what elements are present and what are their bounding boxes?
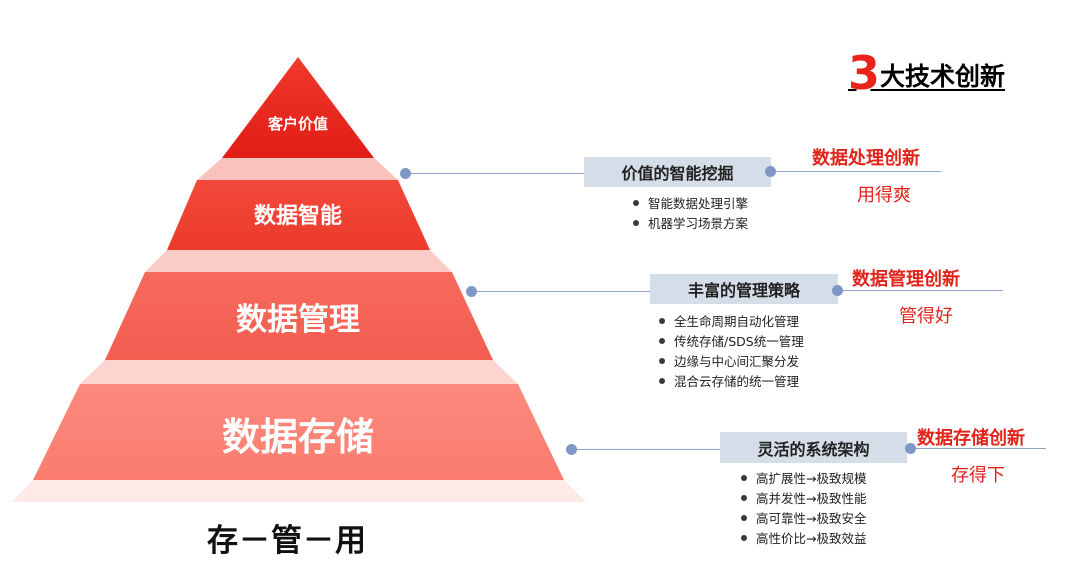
list-item: 高可靠性→极致安全 xyxy=(741,509,866,529)
tier-label-customer-value: 客户价值 xyxy=(267,115,329,133)
pyramid-tier-1 xyxy=(222,57,374,158)
slogan-1: 用得爽 xyxy=(857,185,911,206)
connector-dot-1 xyxy=(400,168,411,179)
callout-box-2: 丰富的管理策略 xyxy=(650,274,838,304)
innovation-title-1: 数据处理创新 xyxy=(812,148,920,169)
pyramid-tier-2 xyxy=(167,180,430,250)
pyramid-tier-3 xyxy=(105,272,493,360)
list-item: 混合云存储的统一管理 xyxy=(659,372,804,392)
innovation-line-1 xyxy=(776,171,941,172)
list-item: 高并发性→极致性能 xyxy=(741,489,866,509)
innovation-line-3 xyxy=(916,448,1046,449)
connector-dot-3 xyxy=(566,444,577,455)
connector-line-2 xyxy=(476,291,650,292)
tier-shadow-1 xyxy=(197,158,398,180)
bottom-label: 存－管－用 xyxy=(207,523,367,559)
list-item: 传统存储/SDS统一管理 xyxy=(659,332,804,352)
connector-dot-2b xyxy=(832,285,843,296)
list-item: 智能数据处理引擎 xyxy=(633,194,748,214)
list-item: 高扩展性→极致规模 xyxy=(741,469,866,489)
headline-number: 3 xyxy=(848,46,881,100)
list-item: 机器学习场景方案 xyxy=(633,214,748,234)
callout-box-3: 灵活的系统架构 xyxy=(720,432,907,463)
slogan-3: 存得下 xyxy=(951,465,1005,486)
tier-label-data-storage: 数据存储 xyxy=(221,415,375,459)
connector-line-3 xyxy=(576,449,720,450)
slogan-2: 管得好 xyxy=(899,306,953,327)
callout-box-1: 价值的智能挖掘 xyxy=(584,157,771,187)
list-item: 全生命周期自动化管理 xyxy=(659,312,804,332)
connector-dot-3b xyxy=(905,443,916,454)
connector-line-1 xyxy=(410,173,585,174)
innovation-line-2 xyxy=(843,290,1003,291)
bullet-list-3: 高扩展性→极致规模 高并发性→极致性能 高可靠性→极致安全 高性价比→极致效益 xyxy=(741,469,866,549)
connector-dot-2 xyxy=(466,286,477,297)
bullet-list-1: 智能数据处理引擎 机器学习场景方案 xyxy=(633,194,748,234)
headline-text: 大技术创新 xyxy=(880,62,1006,91)
list-item: 边缘与中心间汇聚分发 xyxy=(659,352,804,372)
connector-dot-1b xyxy=(765,166,776,177)
tier-label-data-intelligence: 数据智能 xyxy=(253,204,343,229)
bullet-list-2: 全生命周期自动化管理 传统存储/SDS统一管理 边缘与中心间汇聚分发 混合云存储… xyxy=(659,312,804,392)
tier-label-data-management: 数据管理 xyxy=(236,302,360,338)
pyramid-tier-4 xyxy=(33,384,564,480)
tier-shadow-3 xyxy=(80,360,518,384)
tier-shadow-2 xyxy=(145,250,452,272)
innovation-title-2: 数据管理创新 xyxy=(852,269,960,290)
innovation-title-3: 数据存储创新 xyxy=(917,428,1025,449)
headline: 3大技术创新 xyxy=(848,50,1005,96)
tier-shadow-4 xyxy=(12,480,586,502)
list-item: 高性价比→极致效益 xyxy=(741,529,866,549)
